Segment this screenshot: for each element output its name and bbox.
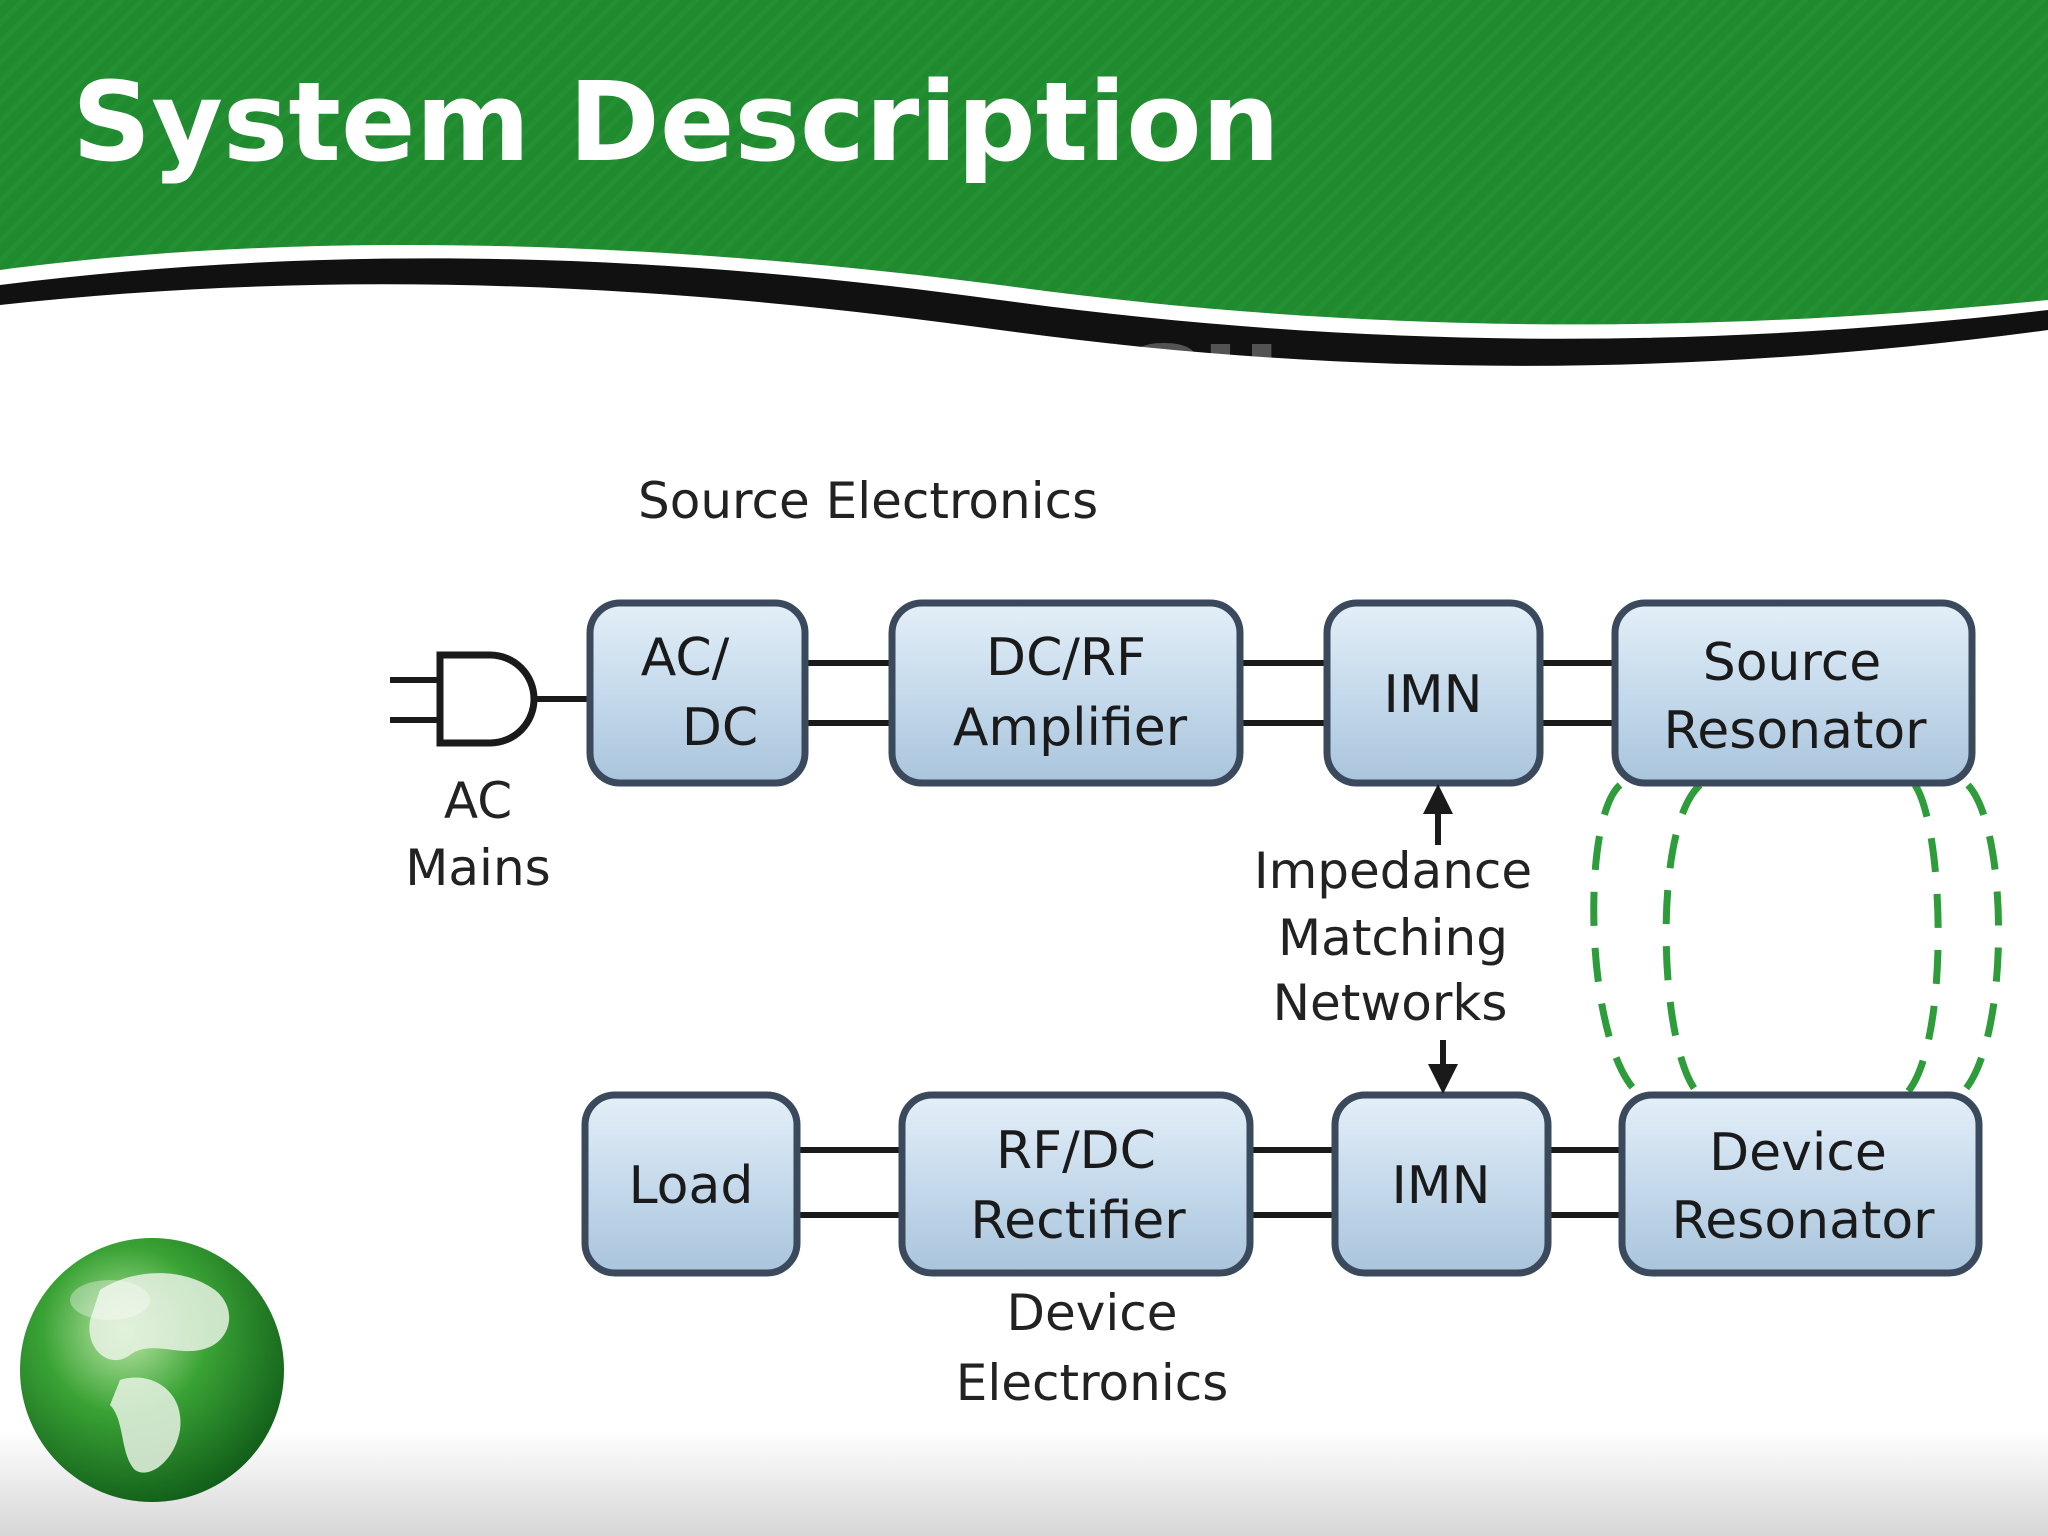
slide-title: System Description	[72, 58, 1280, 186]
source-row-wires	[805, 660, 1615, 726]
header-banner	[0, 0, 2048, 366]
source-resonator-label-line1: Source	[1703, 633, 1882, 693]
floor-shadow	[0, 1430, 2048, 1536]
source-resonator-label-line2: Resonator	[1663, 701, 1927, 761]
ac-mains-label-line2: Mains	[405, 839, 550, 897]
device-row-wires	[797, 1147, 1622, 1218]
device-resonator-label-line1: Device	[1709, 1123, 1887, 1183]
device-electronics-label-line1: Device	[1007, 1284, 1178, 1342]
magnetic-coupling-field	[1590, 782, 2003, 1098]
header-swoosh	[0, 258, 2048, 366]
device-imn-label: IMN	[1391, 1156, 1490, 1216]
device-electronics-label-line2: Electronics	[956, 1354, 1229, 1412]
dc-rf-amplifier-block: DC/RF Amplifier	[888, 599, 1244, 787]
source-imn-block: IMN	[1323, 599, 1544, 787]
rf-dc-rectifier-label-line2: Rectifier	[970, 1191, 1186, 1251]
device-resonator-label-line2: Resonator	[1671, 1191, 1935, 1251]
source-imn-label: IMN	[1383, 665, 1482, 725]
imn-note-line2: Matching	[1278, 909, 1508, 967]
source-electronics-label: Source Electronics	[638, 472, 1098, 530]
dc-rf-amplifier-label-line2: Amplifier	[953, 698, 1188, 758]
load-label: Load	[629, 1156, 754, 1216]
ac-dc-block: AC/ DC	[586, 599, 809, 787]
rf-dc-rectifier-label-line1: RF/DC	[996, 1121, 1156, 1181]
source-resonator-block: Source Resonator	[1611, 599, 1976, 787]
ac-dc-label-line2: DC	[682, 698, 758, 758]
ac-dc-label-line1: AC/	[641, 628, 730, 688]
imn-note-line3: Networks	[1273, 974, 1508, 1032]
ac-plug-icon	[390, 651, 590, 747]
device-imn-block: IMN	[1331, 1091, 1552, 1277]
rf-dc-rectifier-block: RF/DC Rectifier	[898, 1091, 1254, 1277]
globe-icon	[20, 1238, 284, 1502]
slide-title-reflection: System Description	[72, 330, 1280, 400]
ac-mains-label-line1: AC	[444, 772, 512, 830]
dc-rf-amplifier-label-line1: DC/RF	[986, 628, 1146, 688]
device-resonator-block: Device Resonator	[1618, 1091, 1983, 1277]
imn-note-line1: Impedance	[1254, 842, 1532, 900]
load-block: Load	[581, 1091, 801, 1277]
